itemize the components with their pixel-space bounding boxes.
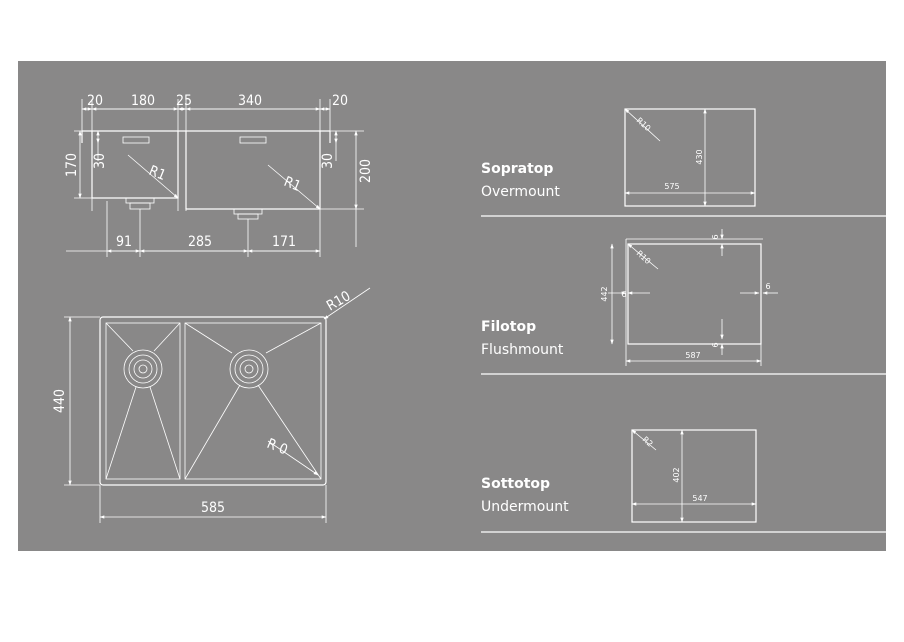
filotop-height: 442 [600, 286, 609, 301]
plan-radius-r10: R10 [324, 288, 353, 314]
sottotop-radius: R2 [641, 435, 655, 449]
plan-width-585: 585 [201, 500, 225, 516]
filotop-offset-top: 6 [711, 234, 720, 239]
inner-30-left: 30 [92, 153, 108, 169]
sottotop-height: 402 [672, 467, 681, 482]
width-20-left: 20 [87, 93, 103, 109]
plan-radius-r0: R 0 [265, 436, 290, 459]
filotop-offset-right: 6 [765, 282, 770, 291]
height-200: 200 [358, 159, 374, 183]
filotop-offset-bottom: 6 [711, 342, 720, 347]
drain-left [125, 197, 155, 213]
radius-right: R1 [282, 174, 304, 195]
install-sottotop: Sottotop Undermount R2 402 547 [481, 429, 886, 533]
bottom-91: 91 [116, 234, 132, 250]
bottom-285: 285 [188, 234, 212, 250]
drain-plan-left [123, 349, 163, 389]
height-170: 170 [64, 153, 80, 177]
filotop-offset-left: 6 [621, 290, 626, 299]
section-view: 20 180 25 340 20 R1 R1 [64, 93, 374, 257]
width-340: 340 [238, 93, 262, 109]
plan-view: R10 R 0 440 585 [52, 287, 371, 523]
plan-height-440: 440 [52, 389, 68, 413]
install-sopratop: Sopratop Overmount R10 430 575 [481, 108, 886, 217]
radius-left: R1 [147, 163, 169, 184]
inner-30-right: 30 [320, 153, 336, 169]
filotop-radius: R10 [635, 249, 653, 266]
width-20-right: 20 [332, 93, 348, 109]
sopratop-width: 575 [664, 182, 679, 191]
drawing-panel: 20 180 25 340 20 R1 R1 [18, 61, 886, 551]
sottotop-title: Sottotop [481, 476, 550, 492]
technical-drawing: 20 180 25 340 20 R1 R1 [52, 93, 886, 533]
sottotop-subtitle: Undermount [481, 499, 569, 515]
filotop-subtitle: Flushmount [481, 342, 564, 358]
install-filotop: Filotop Flushmount R10 442 587 6 6 6 6 [481, 229, 886, 375]
width-180: 180 [131, 93, 155, 109]
width-25: 25 [176, 93, 192, 109]
drain-plan-right [229, 349, 269, 389]
sopratop-subtitle: Overmount [481, 184, 560, 200]
sopratop-height: 430 [695, 149, 704, 164]
sottotop-width: 547 [692, 494, 707, 503]
bottom-171: 171 [272, 234, 296, 250]
sopratop-radius: R10 [635, 116, 653, 133]
sopratop-title: Sopratop [481, 161, 553, 177]
filotop-title: Filotop [481, 319, 536, 335]
filotop-width: 587 [685, 351, 700, 360]
drain-right [233, 208, 263, 222]
